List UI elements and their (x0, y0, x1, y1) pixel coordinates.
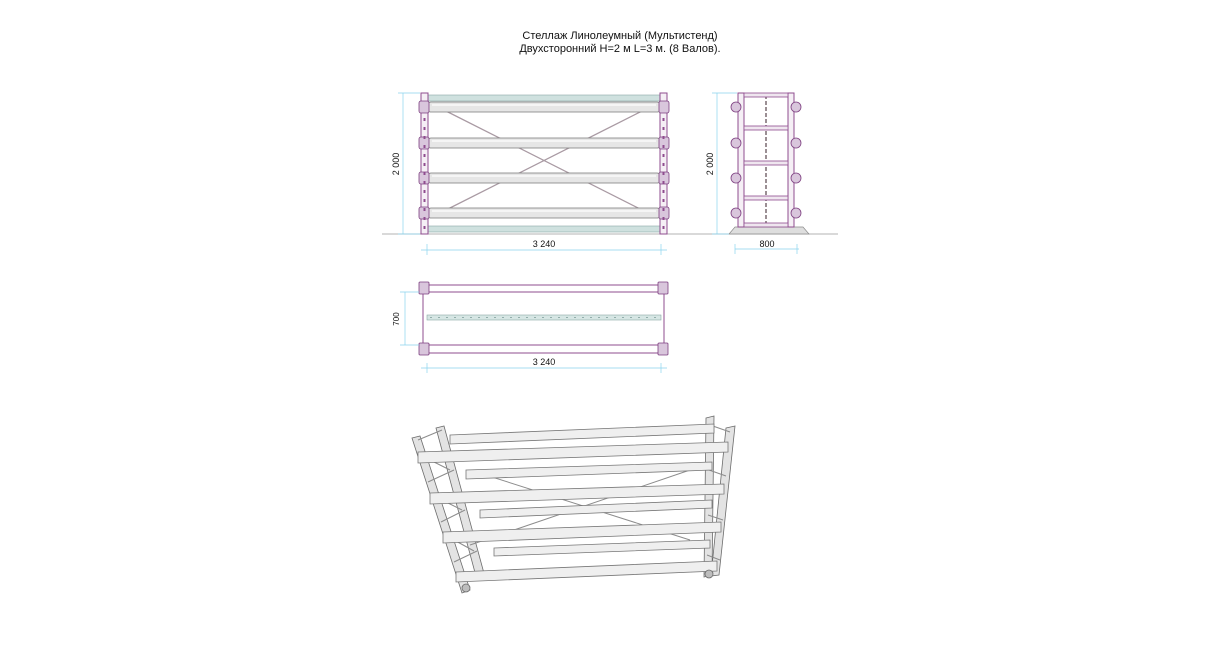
post-hole (662, 208, 665, 211)
front-view: 2 000 3 240 (382, 92, 838, 255)
post-hole (423, 181, 426, 184)
title-line-1: Стеллаж Линолеумный (Мультистенд) (522, 30, 718, 42)
post-hole (423, 127, 426, 130)
front-roller-2 (425, 137, 663, 149)
front-brace-2 (439, 107, 649, 214)
front-bottom-shelf (427, 225, 661, 233)
top-length-label: 3 240 (533, 357, 556, 367)
isometric-view (411, 415, 736, 594)
side-width-label: 800 (759, 239, 774, 249)
side-width-dimension: 800 (734, 239, 799, 254)
post-hole (662, 163, 665, 166)
front-roller-1 (425, 101, 663, 113)
side-base-plate (728, 226, 810, 235)
iso-back-rollers (449, 423, 715, 557)
iso-casters (461, 569, 714, 593)
side-view: 2 000 800 (705, 92, 810, 254)
post-hole (423, 226, 426, 229)
post-hole (423, 172, 426, 175)
post-hole (662, 136, 665, 139)
front-height-label: 2 000 (391, 153, 401, 176)
front-back-shelf (427, 94, 661, 102)
iso-right-frame (703, 415, 736, 578)
post-hole (662, 118, 665, 121)
post-hole (423, 145, 426, 148)
front-height-dimension: 2 000 (391, 92, 420, 235)
title-line-2: Двухсторонний H=2 м L=3 м. (8 Валов). (519, 43, 721, 55)
post-hole (662, 190, 665, 193)
side-right-post (787, 92, 795, 228)
post-hole (662, 172, 665, 175)
post-hole (662, 226, 665, 229)
post-hole (662, 199, 665, 202)
front-length-dimension: 3 240 (421, 239, 667, 255)
post-hole (662, 181, 665, 184)
side-height-label: 2 000 (705, 153, 715, 176)
top-view: 700 3 240 (392, 281, 669, 373)
iso-front-rollers (417, 441, 729, 583)
front-roller-3 (425, 172, 663, 184)
top-depth-dimension: 700 (392, 291, 419, 346)
front-post-holes (423, 118, 665, 229)
post-hole (423, 199, 426, 202)
post-hole (423, 190, 426, 193)
top-depth-label: 700 (392, 312, 401, 326)
post-hole (423, 163, 426, 166)
top-length-dimension: 3 240 (421, 357, 667, 373)
side-height-dimension: 2 000 (705, 92, 737, 235)
post-hole (662, 127, 665, 130)
top-outer-frame (422, 284, 665, 354)
post-hole (662, 145, 665, 148)
side-left-post (737, 92, 745, 228)
front-roller-4 (425, 207, 663, 219)
side-roller-ends (730, 101, 802, 219)
post-hole (662, 154, 665, 157)
post-hole (423, 154, 426, 157)
top-corner-posts (418, 281, 669, 356)
front-length-label: 3 240 (533, 239, 556, 249)
post-hole (423, 208, 426, 211)
post-hole (423, 136, 426, 139)
post-hole (423, 118, 426, 121)
post-hole (662, 217, 665, 220)
side-cross-bars (743, 92, 789, 228)
post-hole (423, 217, 426, 220)
